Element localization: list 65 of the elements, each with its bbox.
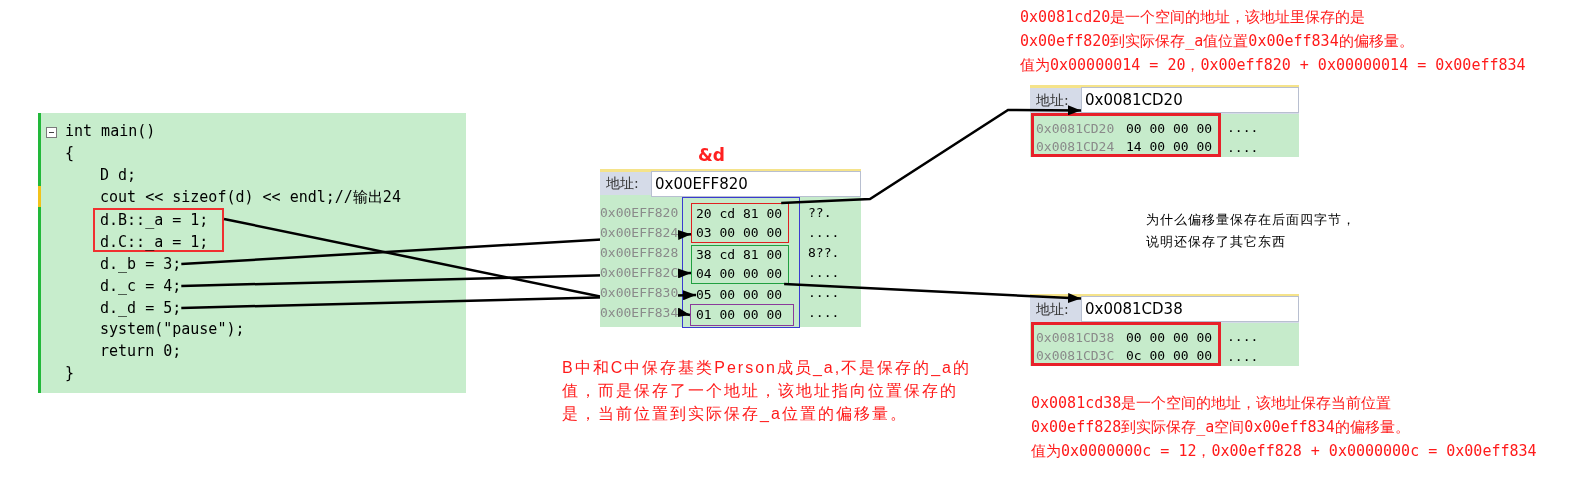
- ascii-text: ....: [1227, 119, 1259, 137]
- code-line: D d;: [100, 165, 137, 185]
- code-line: d.C::_a = 1;: [100, 232, 209, 252]
- byte-values: 04 00 00 00: [696, 265, 783, 283]
- code-line: d._b = 3;: [100, 253, 182, 275]
- field-label: 地址:: [1036, 300, 1069, 319]
- code-line: d._c = 4;: [100, 275, 182, 297]
- byte-values: 01 00 00 00: [696, 306, 783, 324]
- note-text: 为什么偏移量保存在后面四字节，说明还保存了其它东西: [1146, 211, 1357, 251]
- annotation: 0x0081cd38是一个空间的地址，该地址保存当前位置0x00eff828到实际保存_a空间0x00eff834的偏移量。: [1031, 393, 1411, 438]
- arrow: [223, 217, 691, 318]
- code-line: {: [65, 143, 75, 163]
- memory-address: 0x0081CD3C: [1036, 347, 1115, 365]
- heading: &d: [698, 145, 725, 165]
- address-field: 0x0081CD38: [1081, 296, 1299, 322]
- annotation: 值为0x0000000c = 12，0x00eff828 + 0x0000000c = 0x00eff834: [1031, 441, 1538, 462]
- byte-values: 00 00 00 00: [1126, 120, 1213, 138]
- code-line: }: [65, 363, 75, 383]
- highlight-box: [1031, 322, 1221, 366]
- byte-values: 14 00 00 00: [1126, 138, 1213, 156]
- highlight-box: [93, 208, 224, 252]
- ascii-text: ....: [808, 284, 840, 302]
- code-panel: [38, 113, 466, 393]
- arrow: [781, 105, 1081, 205]
- ascii-text: ??.: [808, 204, 832, 222]
- memory-address: 0x0081CD38: [1036, 329, 1115, 347]
- highlight-box: [691, 245, 789, 284]
- byte-values: 05 00 00 00: [696, 284, 783, 306]
- ascii-text: ....: [1227, 139, 1259, 157]
- address-field: 0x0081CD20: [1081, 87, 1299, 113]
- annotation: 值为0x00000014 = 20，0x00eff820 + 0x00000014 = 0x00eff834: [1020, 55, 1527, 76]
- outline-box: [682, 197, 800, 328]
- ascii-text: ....: [808, 264, 840, 282]
- memory-address: 0x0081CD20: [1036, 120, 1115, 138]
- byte-values: 38 cd 81 00: [696, 246, 783, 264]
- byte-values: 0c 00 00 00: [1126, 347, 1213, 365]
- memory-window: [1030, 294, 1299, 366]
- ascii-text: ....: [808, 304, 840, 322]
- code-line: return 0;: [100, 341, 182, 361]
- highlight-box: [691, 203, 789, 243]
- byte-values: 00 00 00 00: [1126, 329, 1213, 347]
- field-label: 地址:: [606, 174, 639, 193]
- highlight-box: [1031, 113, 1221, 157]
- arrow: [181, 290, 697, 310]
- field-label: 地址:: [1036, 91, 1069, 110]
- byte-values: 20 cd 81 00: [696, 205, 783, 223]
- code-line: cout << sizeof(d) << endl;//输出24: [100, 187, 401, 207]
- memory-address: 0x0081CD24: [1036, 138, 1115, 156]
- address-field: 0x00EFF820: [651, 171, 861, 197]
- ascii-text: ....: [1227, 328, 1259, 346]
- ascii-text: ....: [808, 224, 840, 242]
- code-line: d.B::_a = 1;: [100, 210, 209, 230]
- ascii-text: 8??.: [808, 244, 840, 262]
- annotation: 0x0081cd20是一个空间的地址，该地址里保存的是0x00eff820到实际保存_a值位置0x00eff834的偏移量。: [1020, 7, 1415, 52]
- highlight-box: [690, 304, 794, 326]
- code-line: d._d = 5;: [100, 297, 182, 319]
- arrow: [181, 268, 692, 288]
- byte-values: 03 00 00 00: [696, 224, 783, 242]
- code-line: system("pause");: [100, 319, 245, 339]
- arrow: [784, 282, 1082, 303]
- memory-window: [1030, 85, 1299, 157]
- annotation: B中和C中保存基类Person成员_a,不是保存的_a的值，而是保存了一个地址，该地址指向位置保存的是，当前位置到实际保存_a位置的偏移量。: [562, 358, 972, 424]
- ascii-text: ....: [1227, 348, 1259, 366]
- arrow: [181, 229, 692, 266]
- code-line: int main(): [65, 121, 156, 141]
